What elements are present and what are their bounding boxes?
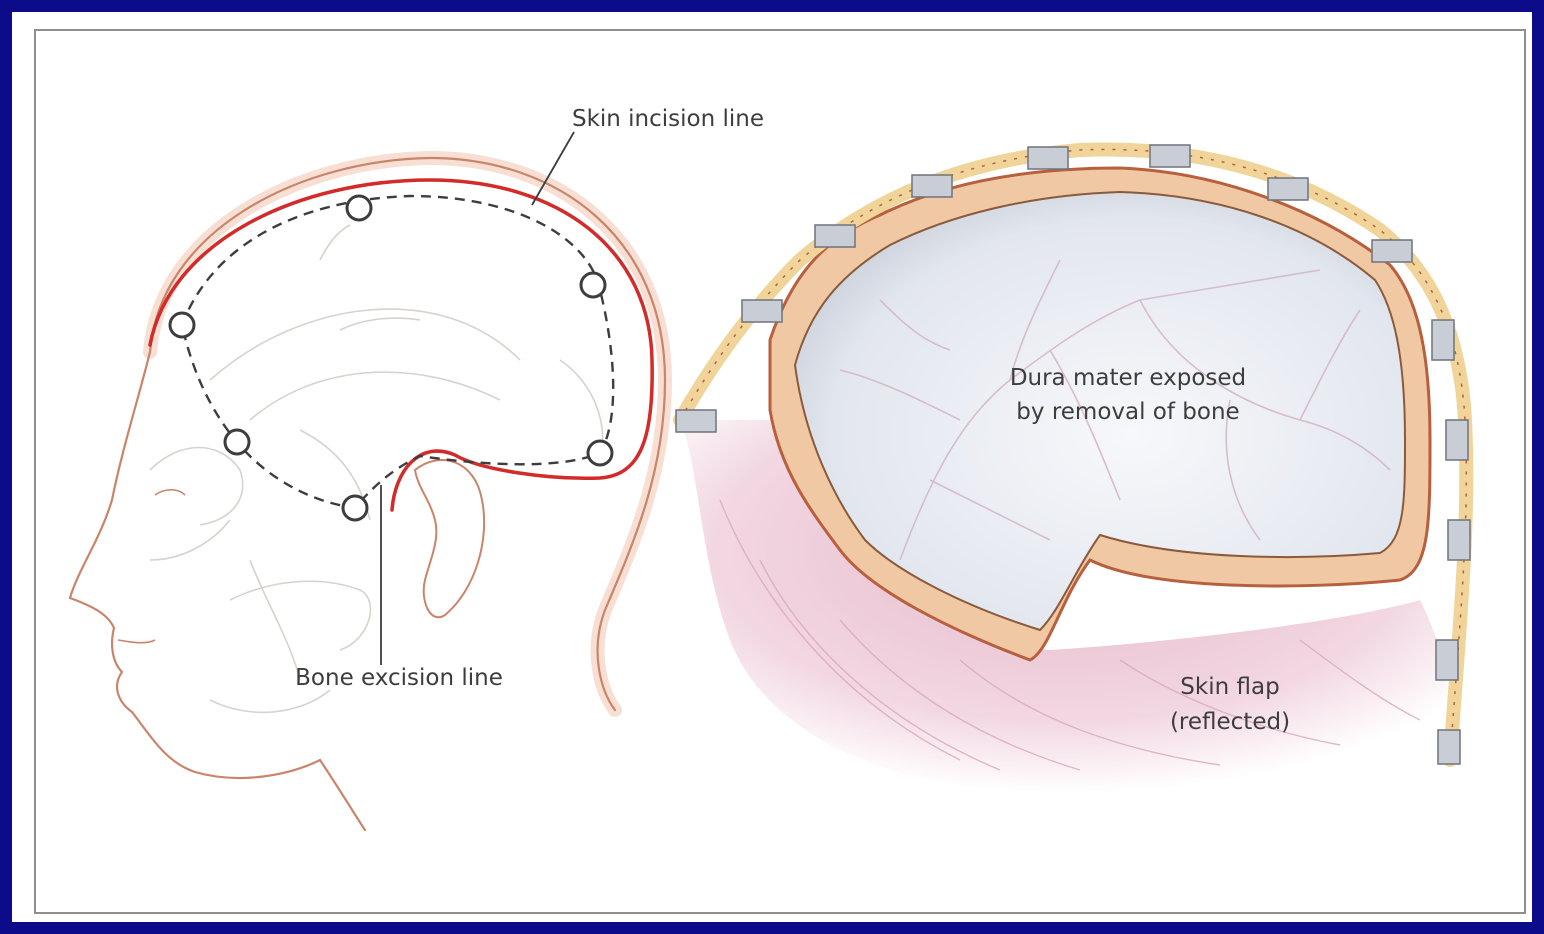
dura-label-line2: by removal of bone <box>1016 399 1239 425</box>
burr-hole <box>347 196 371 220</box>
scalp-clip <box>1446 420 1468 460</box>
scalp-clip <box>1448 520 1470 560</box>
burr-hole <box>225 430 249 454</box>
scalp-clip <box>912 175 952 197</box>
scalp-clip <box>1028 147 1068 169</box>
burr-hole <box>581 273 605 297</box>
scalp-clip <box>1436 640 1458 680</box>
scalp-clip <box>1438 730 1460 764</box>
scalp-clip <box>1268 178 1308 200</box>
skin-flap-label-line2: (reflected) <box>1170 709 1290 735</box>
skin-incision-label: Skin incision line <box>572 106 764 132</box>
scalp-clip <box>1150 145 1190 167</box>
burr-hole <box>170 313 194 337</box>
burr-hole <box>588 441 612 465</box>
dura-label-line1: Dura mater exposed <box>1010 365 1246 391</box>
burr-hole <box>343 496 367 520</box>
scalp-clip <box>1372 240 1412 262</box>
scalp-clip <box>742 300 782 322</box>
skin-flap-label-line1: Skin flap <box>1180 674 1279 700</box>
bone-excision-label: Bone excision line <box>295 665 503 691</box>
scalp-clip <box>1432 320 1454 360</box>
scalp-clip <box>815 225 855 247</box>
scalp-clip <box>676 410 716 432</box>
